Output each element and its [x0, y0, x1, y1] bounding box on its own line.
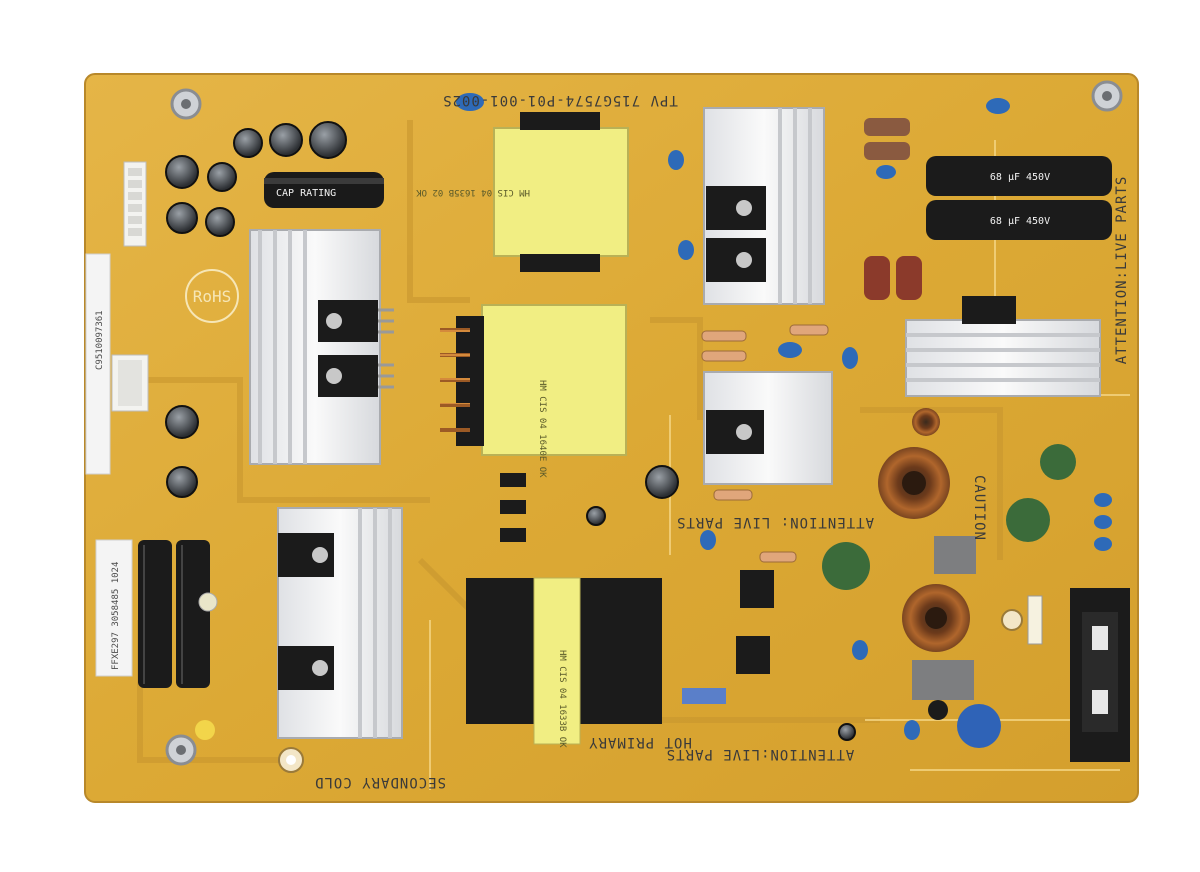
caution-text: CAUTION — [971, 475, 987, 541]
transformer-middle-text: HM CIS 04 1640E OK — [537, 380, 547, 478]
small-electrolytic-center — [586, 465, 948, 741]
secondary-cold-text: SECONDARY COLD — [314, 774, 446, 790]
electrolytic-capacitors-bottom-left — [138, 540, 210, 688]
rohs-text: RoHS — [193, 287, 232, 306]
transformer-top-text: HM CIS 04 1635B 02 OK — [416, 187, 530, 197]
small-resistors — [701, 324, 829, 563]
heatsink-center-mid — [703, 371, 833, 485]
electrolytic-capacitors-top-right: 68 µF 450V 68 µF 450V — [926, 156, 1112, 240]
svg-text:CAP RATING: CAP RATING — [276, 188, 336, 199]
white-label-bottom-left — [95, 539, 133, 677]
attention-live-parts-bottom: ATTENTION:LIVE PARTS — [666, 746, 855, 762]
large-blue-y-capacitor — [682, 688, 1001, 748]
transformer-bottom-text: HM CIS 04 1633B OK — [557, 650, 567, 748]
attention-live-parts-center: ATTENTION: LIVE PARTS — [676, 514, 874, 530]
grey-inductors — [912, 536, 976, 700]
power-resistors-top-right — [864, 118, 922, 300]
mounting-holes — [165, 80, 1123, 773]
transformer-top: HM CIS 04 1635B 02 OK — [416, 112, 629, 272]
bottom-left-label-text: FFXE297 3058485 1024 — [111, 562, 121, 670]
horizontal-capacitor: CAP RATING — [264, 172, 384, 208]
rohs-mark: RoHS — [185, 269, 239, 323]
transformer-bottom: HM CIS 04 1633B OK — [466, 577, 662, 748]
heatsink-right — [905, 296, 1101, 397]
board-model-text: TPV 715G7574-P01-001-002S — [442, 92, 678, 108]
small-capacitors-top-left — [165, 121, 347, 237]
hot-primary-text: HOT PRIMARY — [588, 734, 692, 750]
blue-disc-capacitors — [456, 93, 1112, 740]
fuse — [1027, 595, 1043, 645]
attention-live-parts-vertical: ATTENTION:LIVE PARTS — [1114, 176, 1130, 365]
heatsink-left-upper — [249, 229, 394, 465]
cap-rating-bottom: 68 µF 450V — [990, 216, 1050, 227]
toroid-coil-lower — [902, 584, 970, 652]
copper-traces — [120, 120, 1003, 763]
left-label-sticker: C9510097361 — [85, 253, 111, 475]
toroid-small — [912, 408, 940, 436]
heatsink-left-lower — [277, 507, 403, 739]
capacitors-mid-left — [165, 405, 218, 740]
mosfets-center-bottom — [500, 473, 774, 674]
left-label-text: C9510097361 — [95, 310, 105, 370]
cap-rating-top: 68 µF 450V — [990, 172, 1050, 183]
green-varistors — [822, 444, 1076, 590]
heatsink-center-top — [703, 107, 825, 305]
ac-inlet-connector — [1070, 588, 1130, 762]
transformer-middle: HM CIS 04 1640E OK — [440, 304, 627, 478]
connector-mid-left — [111, 354, 149, 412]
toroid-coil-upper — [878, 447, 950, 519]
connector-top-left — [123, 161, 147, 247]
